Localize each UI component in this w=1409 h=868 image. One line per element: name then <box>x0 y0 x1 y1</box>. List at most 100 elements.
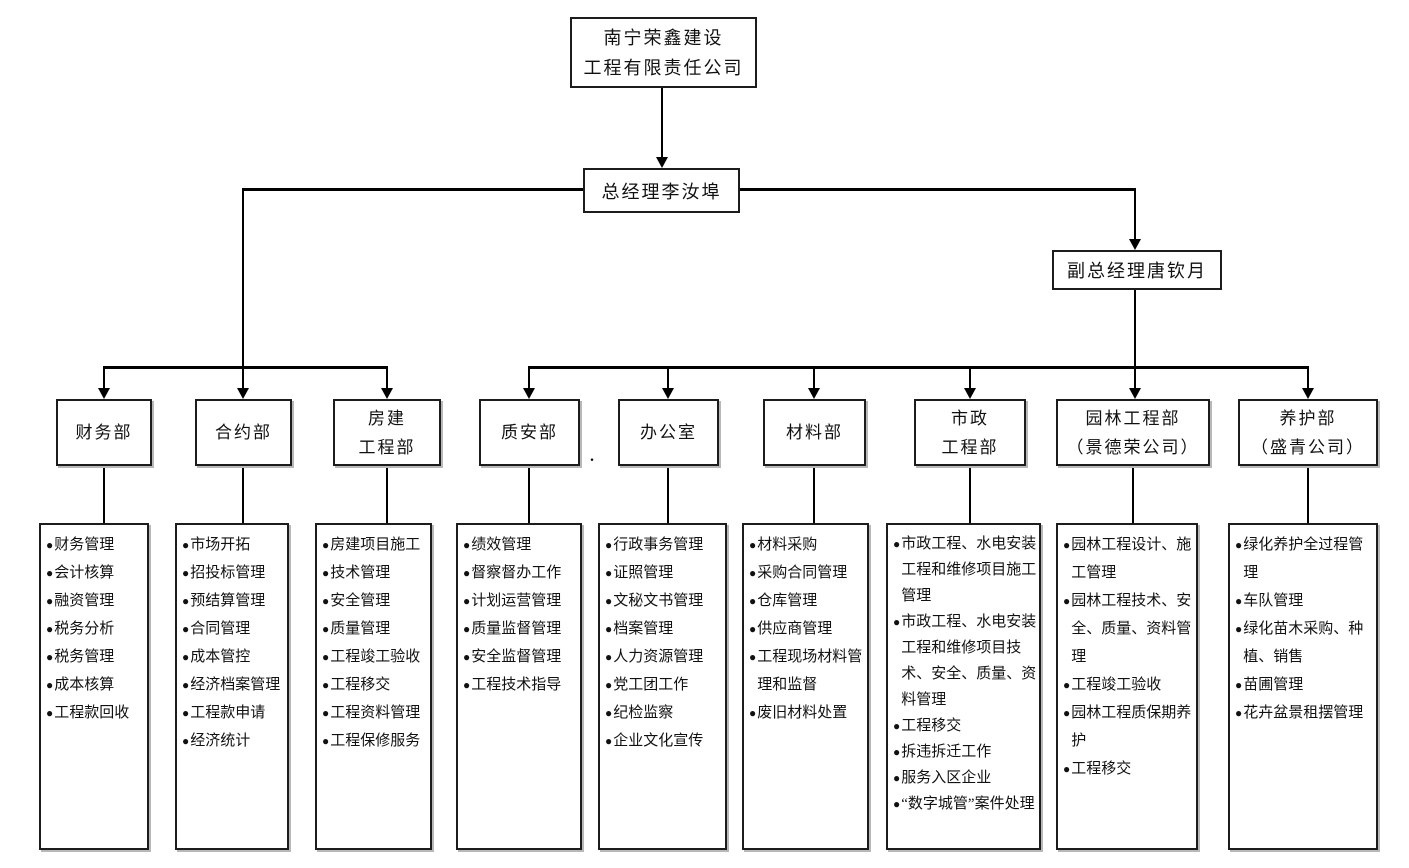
list-item: ● 园林工程质保期养护 <box>1063 699 1194 755</box>
bullet-icon: ● <box>749 594 757 608</box>
arrow-down-icon <box>964 388 976 399</box>
list-item-text: 市场开拓 <box>190 537 251 553</box>
bullet-icon: ● <box>463 594 471 608</box>
dept-header-municipal: 市政工程部 <box>914 399 1026 466</box>
dept-header-finance: 财务部 <box>56 399 152 466</box>
arrow-down-icon <box>98 388 110 399</box>
company-name-line: 南宁荣鑫建设 <box>603 27 724 48</box>
list-item-text: 房建项目施工 <box>330 537 421 553</box>
list-item: ● 企业文化宣传 <box>605 727 723 755</box>
list-item: ● 房建项目施工 <box>322 531 428 559</box>
list-item-text: 服务入区企业 <box>901 770 992 786</box>
list-item-text: 车队管理 <box>1243 593 1304 609</box>
list-item: ● 成本核算 <box>46 671 145 699</box>
connector-drop <box>1307 366 1309 389</box>
list-item-text: 工程保修服务 <box>330 733 421 749</box>
dept-list-contract: ● 市场开拓 ● 招投标管理 ● 预结算管理 ● 合同管理 ● 成本管控 <box>175 523 289 850</box>
list-item-text: 仓库管理 <box>757 593 818 609</box>
list-item-text: 园林工程质保期养护 <box>1071 705 1192 749</box>
dept-list-housing-construction: ● 房建项目施工 ● 技术管理 ● 安全管理 ● 质量管理 ● 工程竣工验收 <box>315 523 432 850</box>
list-item: ● 纪检监察 <box>605 699 723 727</box>
list-item-text: 财务管理 <box>54 537 115 553</box>
dept-list-materials: ● 材料采购 ● 采购合同管理 ● 仓库管理 ● 供应商管理 ● 工程现场材料管… <box>742 523 869 850</box>
list-item-text: “数字城管”案件处理 <box>901 796 1035 812</box>
bullet-icon: ● <box>182 650 190 664</box>
list-item: ● 花卉盆景租摆管理 <box>1235 699 1374 727</box>
list-item: ● 工程移交 <box>322 671 428 699</box>
list-item-text: 税务分析 <box>54 621 115 637</box>
arrow-down-icon <box>1129 239 1141 250</box>
bullet-icon: ● <box>1063 678 1071 692</box>
bullet-icon: ● <box>1063 538 1071 552</box>
dept-list-finance: ● 财务管理 ● 会计核算 ● 融资管理 ● 税务分析 ● 税务管理 <box>39 523 149 850</box>
bullet-icon: ● <box>463 538 471 552</box>
list-item: ● 采购合同管理 <box>749 559 865 587</box>
list-item: ● 工程竣工验收 <box>322 643 428 671</box>
list-item-text: 计划运营管理 <box>471 593 562 609</box>
list-item-text: 材料采购 <box>757 537 818 553</box>
bullet-icon: ● <box>893 719 901 733</box>
bullet-icon: ● <box>322 734 330 748</box>
bullet-icon: ● <box>46 538 54 552</box>
list-item: ● 经济统计 <box>182 727 285 755</box>
arrow-down-icon <box>381 388 393 399</box>
connector-drop <box>386 366 388 389</box>
list-item-text: 供应商管理 <box>757 621 833 637</box>
bullet-icon: ● <box>463 678 471 692</box>
connector-drop <box>1134 366 1136 389</box>
bullet-icon: ● <box>46 706 54 720</box>
list-item-text: 安全管理 <box>330 593 391 609</box>
list-item-text: 市政工程、水电安装工程和维修项目施工管理 <box>901 536 1037 604</box>
bullet-icon: ● <box>605 622 613 636</box>
connector-drop <box>969 366 971 389</box>
bullet-icon: ● <box>605 650 613 664</box>
bullet-icon: ● <box>322 538 330 552</box>
dept-name-line: 质安部 <box>501 423 558 442</box>
bullet-icon: ● <box>182 538 190 552</box>
list-item-text: 融资管理 <box>54 593 115 609</box>
list-item-text: 成本管控 <box>190 649 251 665</box>
list-item: ● 督察督办工作 <box>463 559 578 587</box>
connector-header-list <box>1307 466 1309 523</box>
list-item: ● 工程款回收 <box>46 699 145 727</box>
list-item: ● 档案管理 <box>605 615 723 643</box>
list-item: ● 财务管理 <box>46 531 145 559</box>
list-item-text: 花卉盆景租摆管理 <box>1243 705 1364 721</box>
list-item-text: 档案管理 <box>613 621 674 637</box>
list-item-text: 质量管理 <box>330 621 391 637</box>
dept-name-line: 园林工程部 <box>1085 408 1181 428</box>
list-item-text: 工程技术指导 <box>471 677 562 693</box>
connector-drop <box>813 366 815 389</box>
bullet-icon: ● <box>46 678 54 692</box>
list-item-text: 经济统计 <box>190 733 251 749</box>
bullet-icon: ● <box>749 650 757 664</box>
dept-list-maintenance: ● 绿化养护全过程管理 ● 车队管理 ● 绿化苗木采购、种植、销售 ● 苗圃管理… <box>1228 523 1378 850</box>
list-item: ● 市场开拓 <box>182 531 285 559</box>
list-item-text: 证照管理 <box>613 565 674 581</box>
list-item: ● 经济档案管理 <box>182 671 285 699</box>
dept-header-landscape: 园林工程部（景德荣公司） <box>1056 399 1210 466</box>
bullet-icon: ● <box>1063 706 1071 720</box>
dept-header-materials: 材料部 <box>763 399 866 466</box>
bullet-icon: ● <box>322 622 330 636</box>
list-item-text: 工程竣工验收 <box>330 649 421 665</box>
list-item-text: 市政工程、水电安装工程和维修项目技术、安全、质量、资料管理 <box>901 614 1037 708</box>
list-item: ● 会计核算 <box>46 559 145 587</box>
dept-name-line: 工程部 <box>358 437 416 457</box>
bullet-icon: ● <box>749 566 757 580</box>
dept-name-line: 市政 <box>951 408 989 428</box>
list-item-text: 人力资源管理 <box>613 649 704 665</box>
bullet-icon: ● <box>605 594 613 608</box>
dept-list-landscape: ● 园林工程设计、施工管理 ● 园林工程技术、安全、质量、资料管理 ● 工程竣工… <box>1056 523 1198 850</box>
bullet-icon: ● <box>463 566 471 580</box>
bullet-icon: ● <box>182 706 190 720</box>
dept-name-line: 财务部 <box>75 423 133 442</box>
list-item-text: 工程现场材料管理和监督 <box>757 649 863 693</box>
list-item-text: 督察督办工作 <box>471 565 562 581</box>
bullet-icon: ● <box>1063 762 1071 776</box>
list-item: ● 废旧材料处置 <box>749 699 865 727</box>
list-item: ● 苗圃管理 <box>1235 671 1374 699</box>
list-item: ● 工程现场材料管理和监督 <box>749 643 865 699</box>
bullet-icon: ● <box>322 566 330 580</box>
list-item-text: 工程款回收 <box>54 705 130 721</box>
